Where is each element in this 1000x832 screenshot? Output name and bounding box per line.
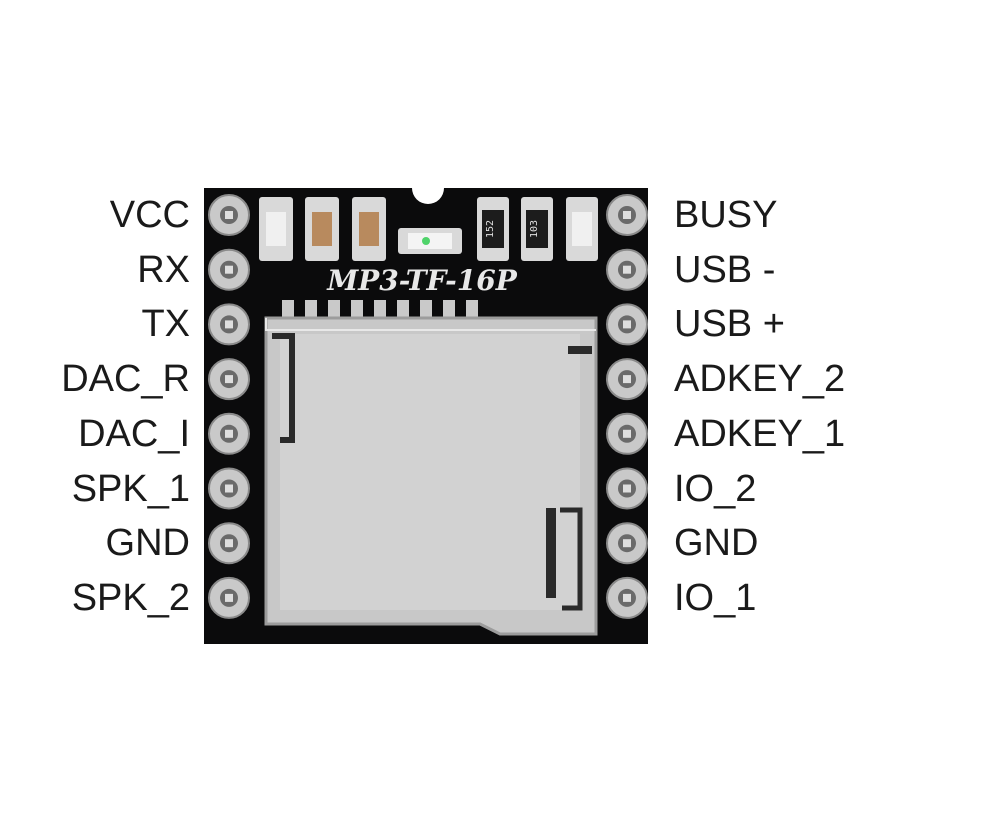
right-pin-tip-5 (623, 429, 631, 438)
right-pin-label-7: GND (674, 522, 759, 565)
right-pin-label-4: ADKEY_2 (674, 358, 846, 401)
left-pin-label-1: VCC (109, 194, 190, 236)
smd-components: 152 103 (259, 197, 598, 261)
right-pin-tip-8 (623, 593, 631, 602)
right-pin-label-8: IO_1 (674, 576, 757, 619)
right-pin-label-6: IO_2 (674, 467, 757, 510)
board-silkscreen: MP3-TF-16P (326, 264, 518, 297)
left-pin-label-6: SPK_1 (71, 467, 190, 510)
left-pin-label-5: DAC_I (78, 412, 190, 455)
right-pin-tip-3 (623, 320, 631, 329)
left-pin-label-4: DAC_R (61, 358, 190, 401)
left-pin-label-8: SPK_2 (71, 576, 190, 619)
right-pin-tip-4 (623, 375, 631, 384)
left-pin-tip-7 (225, 539, 233, 548)
card-contact-pads (282, 300, 478, 320)
right-pin-tip-2 (623, 265, 631, 274)
resistor-code-1: 152 (485, 220, 496, 238)
right-pin-tip-6 (623, 484, 631, 493)
left-header-pins (208, 194, 250, 619)
left-pin-label-7: GND (105, 522, 190, 565)
left-pin-tip-2 (225, 265, 233, 274)
left-pin-label-2: RX (137, 248, 190, 291)
right-pin-label-1: BUSY (674, 194, 778, 236)
right-pin-label-2: USB - (674, 248, 776, 291)
right-pin-label-3: USB + (674, 303, 785, 346)
resistor-code-2: 103 (529, 220, 540, 238)
left-pin-tip-4 (225, 375, 233, 384)
right-pin-tip-7 (623, 539, 631, 548)
left-pin-label-3: TX (141, 303, 190, 346)
left-pin-tip-1 (225, 211, 233, 219)
left-pin-tip-6 (225, 484, 233, 493)
left-pin-tip-5 (225, 429, 233, 438)
right-pin-label-5: ADKEY_1 (674, 412, 846, 455)
right-header-pins (606, 194, 648, 619)
sd-card-slot (264, 316, 598, 636)
right-pin-tip-1 (623, 211, 631, 219)
left-pin-tip-8 (225, 593, 233, 602)
left-pin-tip-3 (225, 320, 233, 329)
